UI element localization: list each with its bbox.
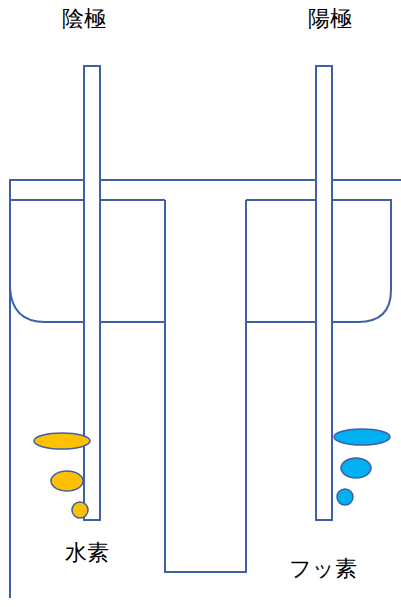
hydrogen-bubble bbox=[72, 502, 88, 518]
hydrogen-bubble bbox=[51, 471, 83, 491]
gas-label: フッ素 bbox=[289, 556, 357, 582]
gas-label: 水素 bbox=[65, 540, 109, 566]
fluorine-bubble bbox=[334, 429, 390, 445]
electrode-label: 陽極 bbox=[308, 6, 352, 32]
electrode-label: 陰極 bbox=[62, 6, 106, 32]
fluorine-bubble bbox=[341, 458, 371, 478]
vessel-wall bbox=[10, 180, 401, 598]
fluorine-bubble bbox=[337, 489, 353, 505]
divider bbox=[165, 200, 246, 572]
hydrogen-bubble bbox=[34, 433, 90, 449]
cathode-rod bbox=[84, 66, 100, 520]
anode-rod bbox=[316, 66, 332, 520]
